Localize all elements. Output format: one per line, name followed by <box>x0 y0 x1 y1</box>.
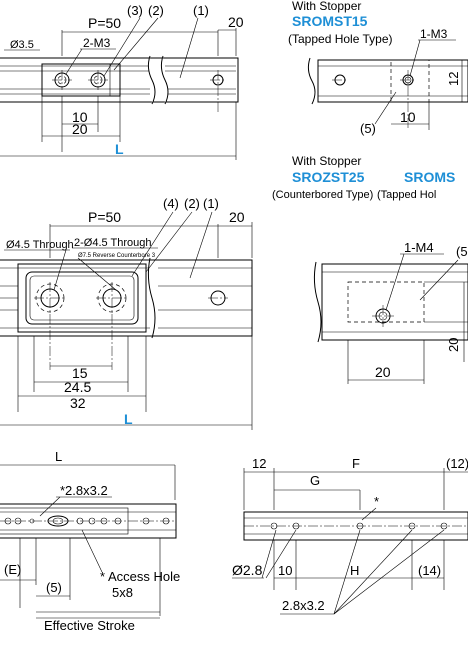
tap-label: 1-M4 <box>404 240 434 255</box>
pitch-label: P=50 <box>88 209 121 225</box>
rail-outline <box>0 57 239 103</box>
section-d-rail-counterbored: P=50 20 (4) (2) (1) Ø4.5 Through 2-Ø4.5 … <box>0 196 253 430</box>
star-label: * <box>374 494 379 509</box>
pitch-label: P=50 <box>88 15 121 31</box>
dim-10: 10 <box>72 109 88 125</box>
through-label-2: 2-Ø4.5 Through <box>74 237 151 249</box>
section-b-stopper-tapped: With Stopper SROMST15 (Tapped Hole Type)… <box>288 0 468 136</box>
access-hole-label: * Access Hole <box>100 569 180 584</box>
e-label: (E) <box>4 562 21 577</box>
dim-20-top: 20 <box>229 209 245 225</box>
dim-10: 10 <box>400 109 416 125</box>
dim-32: 32 <box>70 395 86 411</box>
stopper-block <box>17 263 147 333</box>
dim-10: 10 <box>278 563 292 578</box>
dim-g: G <box>310 473 320 488</box>
tap-label: 2-M3 <box>83 36 111 50</box>
length-label: L <box>55 449 62 464</box>
detail-rail-outline <box>321 263 468 341</box>
length-label: L <box>124 411 133 427</box>
product-code-1: SROZST25 <box>292 169 365 185</box>
dim-14: (14) <box>418 563 441 578</box>
slot-label: *2.8x3.2 <box>60 483 108 498</box>
section-e-stopper-tapped-m4: 1-M4 (5 20 20 <box>313 240 468 384</box>
rail-outline <box>0 503 177 539</box>
callout-4: (4) <box>163 196 179 211</box>
stopper-label: With Stopper <box>292 154 361 168</box>
section-g-slot-layout: 12 F (12) G * 10 H (14) Ø2.8 <box>232 456 468 615</box>
callout-5: (5) <box>46 580 62 595</box>
type-label-2: (Tapped Hol <box>377 189 436 201</box>
callout-5: (5) <box>360 121 376 136</box>
dim-24-5: 24.5 <box>64 379 91 395</box>
callout-3: (3) <box>127 3 143 18</box>
callout-2: (2) <box>148 3 164 18</box>
counterbore-label: Ø7.5 Reverse Counterbore 3 <box>78 253 156 259</box>
dia-label: Ø2.8 <box>232 562 263 578</box>
slot-holes <box>270 522 448 530</box>
dim-h: H <box>350 563 359 578</box>
stopper-label: With Stopper <box>292 0 361 13</box>
section-a-rail-tapped: P=50 20 (3) (2) (1) Ø3.5 2-M3 10 20 L <box>0 3 244 160</box>
dim-20-right: 20 <box>446 338 461 352</box>
slot-label: 2.8x3.2 <box>282 598 325 613</box>
callout-2: (2) <box>184 196 200 211</box>
type-label: (Tapped Hole Type) <box>288 32 393 46</box>
callout-1: (1) <box>193 3 209 18</box>
rail-outline <box>0 259 253 337</box>
type-label-1: (Counterbored Type) <box>272 189 373 201</box>
dim-12: 12 <box>252 456 266 471</box>
access-size-label: 5x8 <box>112 585 133 600</box>
callout-5: (5 <box>456 244 468 259</box>
stopper-block <box>41 63 121 97</box>
dim-12-paren: (12) <box>446 456 468 471</box>
through-label: Ø4.5 Through <box>6 239 74 251</box>
dim-12: 12 <box>446 72 461 86</box>
section-c-heading: With Stopper SROZST25 SROMS (Counterbore… <box>272 154 455 201</box>
product-code: SROMST15 <box>292 13 368 29</box>
tap-label: 1-M3 <box>420 27 448 41</box>
dim-20-top: 20 <box>228 14 244 30</box>
hole-dia-label: Ø3.5 <box>10 39 34 51</box>
callout-1: (1) <box>203 196 219 211</box>
dim-20-bottom: 20 <box>72 121 88 137</box>
product-code-2: SROMS <box>404 169 455 185</box>
effective-stroke-label: Effective Stroke <box>44 618 135 633</box>
length-label: L <box>115 141 124 157</box>
section-f-effective-stroke: L *2.8x3.2 (E) (5) <box>0 449 180 633</box>
dim-f: F <box>352 456 360 471</box>
dim-20-bottom: 20 <box>375 364 391 380</box>
stopper-outline <box>390 59 430 103</box>
dim-15: 15 <box>72 365 88 381</box>
